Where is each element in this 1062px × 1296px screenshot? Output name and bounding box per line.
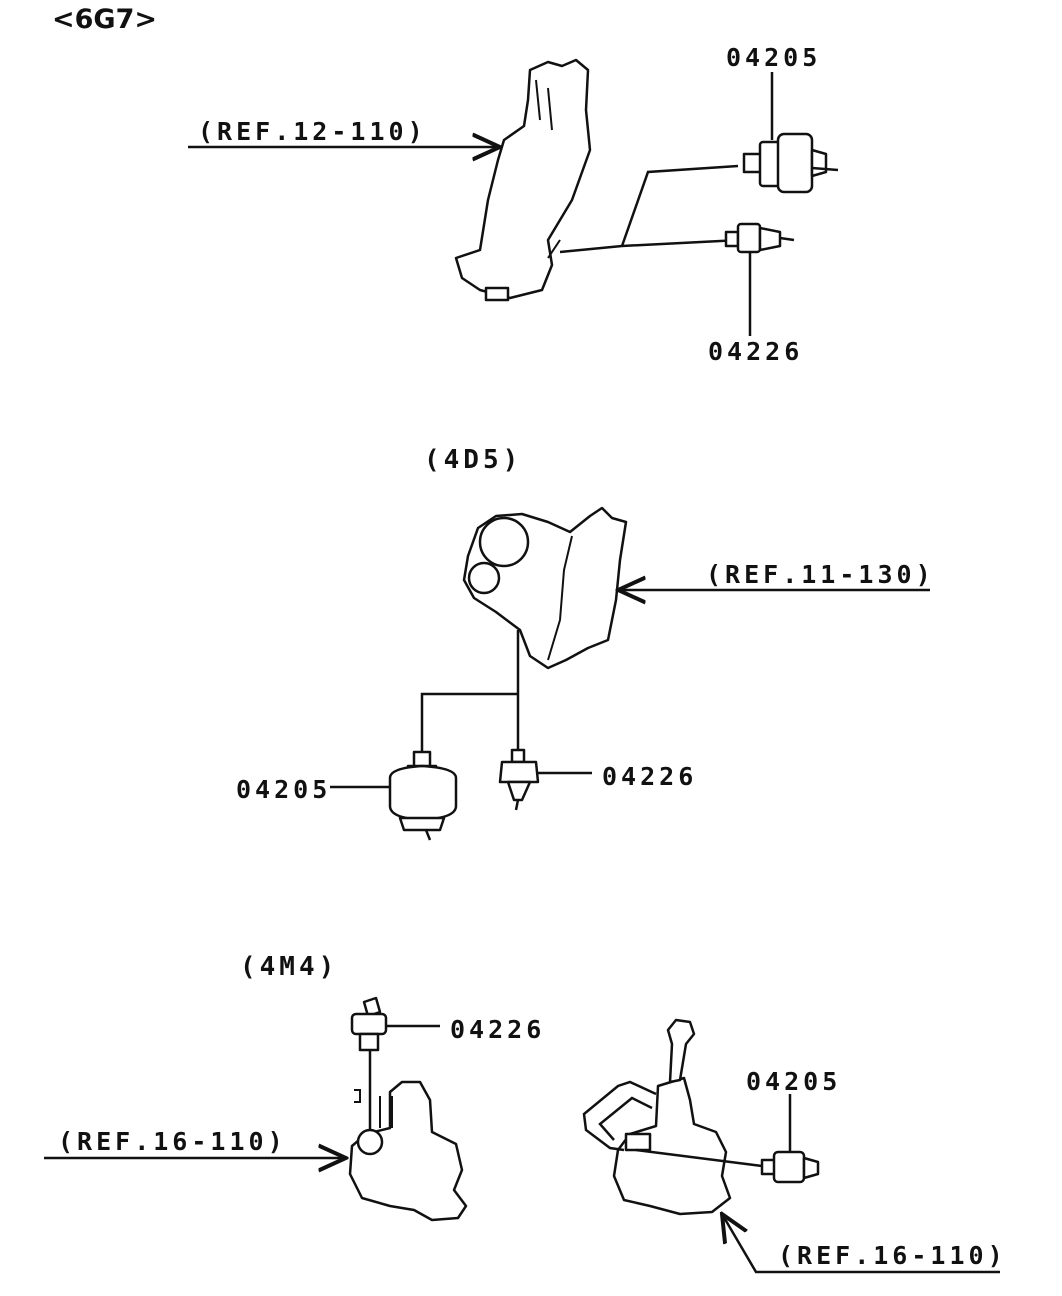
- engine-component-4m4-left: [348, 1080, 468, 1222]
- section-4m4: (4M4) 04226 (REF.16-110) 04205: [44, 952, 1007, 1274]
- section-title-4m4: (4M4): [240, 952, 338, 982]
- part-04205-sensor: [742, 132, 839, 194]
- part-04205-label-4m4: 04205: [746, 1067, 841, 1096]
- part-04205-sensor-4d5: [388, 750, 458, 841]
- part-04226-label-4d5: 04226: [602, 762, 697, 791]
- engine-component-stub: [484, 286, 510, 302]
- ref-label-6g7: (REF.12-110): [198, 117, 427, 146]
- install-line-4m4-right: [635, 1148, 763, 1168]
- part-04226-sensor-4d5: [498, 748, 540, 811]
- ref-label-4m4-left: (REF.16-110): [58, 1127, 287, 1156]
- part-04226-sensor-4m4: [350, 996, 388, 1052]
- ref-leader-4m4-right: [722, 1214, 1000, 1274]
- ref-label-4d5: (REF.11-130): [706, 560, 935, 589]
- section-title-4d5: (4D5): [424, 445, 522, 475]
- leader-to-04205: [620, 164, 739, 247]
- part-04226-label-6g7: 04226: [708, 337, 803, 366]
- part-04205-sensor-4m4: [760, 1150, 820, 1184]
- ref-label-4m4-right: (REF.16-110): [778, 1241, 1007, 1270]
- part-04205-label-4d5: 04205: [236, 775, 331, 804]
- section-6g7: (REF.12-110) 04205 04226: [188, 43, 839, 366]
- leader-to-04226: [559, 238, 741, 254]
- part-04226-sensor: [724, 222, 795, 254]
- section-4d5: (4D5) (REF.11-130) 04205 04226: [236, 445, 935, 841]
- engine-code-header: <6G7>: [52, 4, 157, 35]
- engine-component-4m4-right: [612, 1076, 732, 1216]
- leader-4d5-to-04205: [420, 692, 518, 752]
- engine-component-6g7: [454, 58, 592, 300]
- part-04226-label-4m4: 04226: [450, 1015, 545, 1044]
- part-04205-label-6g7: 04205: [726, 43, 821, 72]
